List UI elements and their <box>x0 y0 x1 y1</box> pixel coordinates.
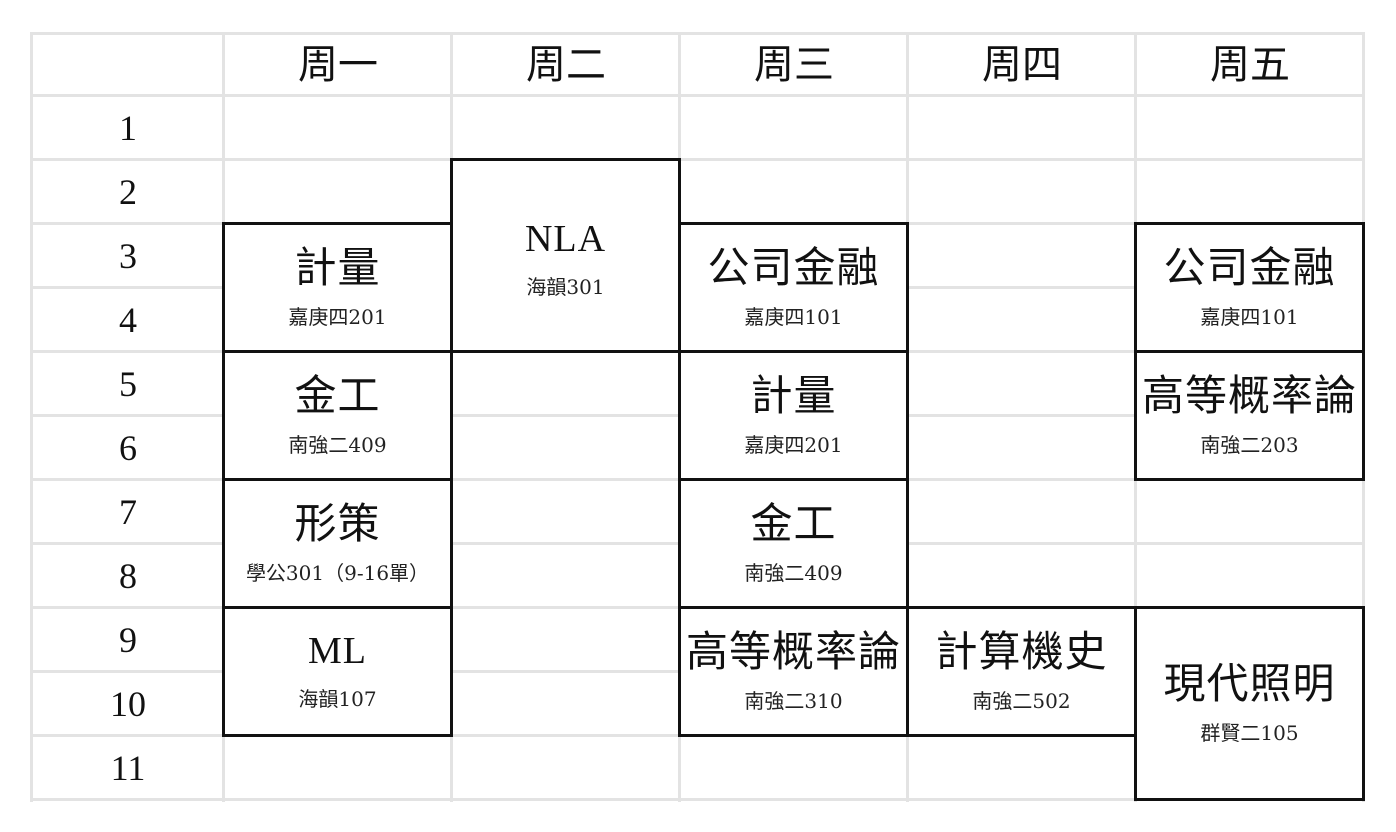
period-number: 1 <box>119 108 137 148</box>
course-room: 南強二502 <box>972 689 1071 714</box>
course-room: 南強二310 <box>744 689 843 714</box>
day-header-wed: 周三 <box>754 42 834 88</box>
course-name: 現代照明 <box>1163 658 1336 708</box>
course-block[interactable]: 計量嘉庚四201 <box>678 350 909 481</box>
course-room: 南強二409 <box>744 561 843 586</box>
period-number: 10 <box>110 684 146 724</box>
course-room: 嘉庚四101 <box>744 305 843 330</box>
course-name: 計算機史 <box>935 626 1108 676</box>
course-name: 金工 <box>294 370 381 420</box>
course-block[interactable]: 形策學公301（9-16單） <box>222 478 453 609</box>
course-name: 計量 <box>294 242 381 292</box>
grid-line-horizontal <box>30 158 1365 161</box>
period-number: 2 <box>119 172 137 212</box>
course-block[interactable]: 公司金融嘉庚四101 <box>678 222 909 353</box>
period-number: 11 <box>110 748 146 788</box>
course-room: 南強二203 <box>1200 433 1299 458</box>
course-room: 海韻301 <box>526 274 605 299</box>
course-room: 嘉庚四201 <box>288 305 387 330</box>
course-name: 金工 <box>750 498 837 548</box>
grid-line-horizontal <box>30 94 1365 97</box>
period-number: 9 <box>119 620 137 660</box>
period-number: 4 <box>119 300 137 340</box>
course-room: 嘉庚四101 <box>1200 305 1299 330</box>
period-number: 8 <box>119 556 137 596</box>
grid-line-vertical <box>30 34 33 802</box>
grid-line-horizontal <box>30 798 1365 801</box>
period-number: 3 <box>119 236 137 276</box>
course-block[interactable]: 計量嘉庚四201 <box>222 222 453 353</box>
period-number: 5 <box>119 364 137 404</box>
course-room: 海韻107 <box>298 686 377 711</box>
period-number: 7 <box>119 492 137 532</box>
course-block[interactable]: 金工南強二409 <box>678 478 909 609</box>
grid-line-horizontal <box>30 32 1365 35</box>
course-name: 公司金融 <box>707 242 880 292</box>
course-name: 計量 <box>750 370 837 420</box>
course-room: 嘉庚四201 <box>744 433 843 458</box>
course-block[interactable]: 高等概率論南強二310 <box>678 606 909 737</box>
day-header-tue: 周二 <box>526 42 606 88</box>
course-room: 學公301（9-16單） <box>245 561 430 586</box>
day-header-mon: 周一 <box>298 42 378 88</box>
course-block[interactable]: 計算機史南強二502 <box>906 606 1137 737</box>
course-block[interactable]: NLA 海韻301 <box>450 158 681 353</box>
day-header-fri: 周五 <box>1210 42 1290 88</box>
course-block[interactable]: 現代照明群賢二105 <box>1134 606 1365 801</box>
course-name: 公司金融 <box>1163 242 1336 292</box>
course-block[interactable]: 公司金融嘉庚四101 <box>1134 222 1365 353</box>
course-block[interactable]: 金工南強二409 <box>222 350 453 481</box>
course-block[interactable]: 高等概率論南強二203 <box>1134 350 1365 481</box>
course-name: 形策 <box>294 498 381 548</box>
period-number: 6 <box>119 428 137 468</box>
course-room: 群賢二105 <box>1200 721 1299 746</box>
course-name: 高等概率論 <box>685 626 901 676</box>
course-name: NLA <box>524 218 607 260</box>
course-room: 南強二409 <box>288 433 387 458</box>
day-header-thu: 周四 <box>982 42 1062 88</box>
course-name: ML <box>308 630 367 673</box>
course-block[interactable]: ML 海韻107 <box>222 606 453 737</box>
course-name: 高等概率論 <box>1141 370 1357 420</box>
